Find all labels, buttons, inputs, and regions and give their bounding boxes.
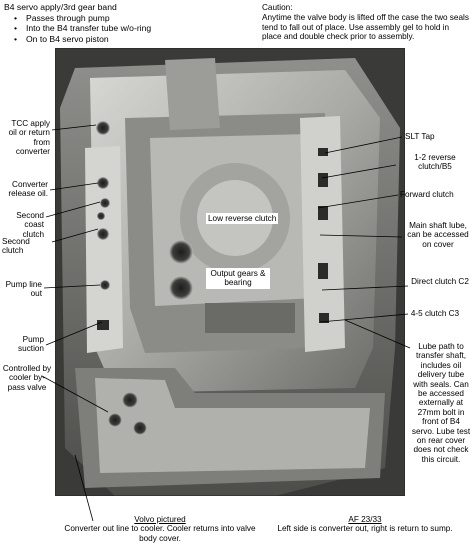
bullet-item: Into the B4 transfer tube w/o-ring — [14, 23, 151, 34]
output-gears-label: Output gears & bearing — [206, 268, 270, 289]
pump-suction-label: Pump suction — [18, 335, 44, 354]
forward-clutch-label: Forward clutch — [400, 190, 454, 199]
second-clutch-label: Second clutch — [2, 237, 30, 256]
volvo-caption: Volvo pictured Converter out line to coo… — [60, 515, 260, 543]
b4-servo-bullets: Passes through pump Into the B4 transfer… — [4, 13, 151, 45]
b4-servo-title: B4 servo apply/3rd gear band — [4, 2, 117, 12]
tcc-apply-label: TCC apply oil or return from converter — [8, 119, 50, 157]
second-coast-clutch-label: Second coast clutch — [16, 211, 44, 239]
cooler-bypass-label: Controlled by cooler by-pass valve — [2, 364, 52, 392]
low-reverse-clutch-label: Low reverse clutch — [206, 213, 279, 225]
direct-clutch-label: Direct clutch C2 — [411, 277, 469, 286]
af-caption-title: AF 23/33 — [348, 515, 382, 524]
caution-heading: Caution: — [262, 3, 293, 12]
volvo-caption-title: Volvo pictured — [134, 515, 186, 524]
af-caption: AF 23/33 Left side is converter out, rig… — [265, 515, 465, 534]
slt-tap-label: SLT Tap — [405, 132, 435, 141]
caution-note: Caution: Anytime the valve body is lifte… — [262, 3, 470, 42]
bullet-item: Passes through pump — [14, 13, 151, 24]
af-caption-body: Left side is converter out, right is ret… — [277, 524, 453, 534]
main-shaft-lube-label: Main shaft lube, can be accessed on cove… — [407, 221, 469, 249]
bullet-item: On to B4 servo piston — [14, 34, 151, 45]
b4-servo-notes: B4 servo apply/3rd gear band Passes thro… — [4, 2, 151, 44]
clutch-4-5-label: 4-5 clutch C3 — [410, 309, 460, 318]
pump-line-out-label: Pump line out — [5, 280, 42, 299]
reverse-1-2-clutch-label: 1-2 reverse clutch/B5 — [414, 153, 456, 172]
lube-path-label: Lube path to transfer shaft, includes oi… — [411, 342, 471, 464]
converter-release-label: Converter release oil. — [8, 180, 48, 199]
caution-body: Anytime the valve body is lifted off the… — [262, 12, 469, 42]
volvo-caption-body: Converter out line to cooler. Cooler ret… — [64, 524, 256, 543]
